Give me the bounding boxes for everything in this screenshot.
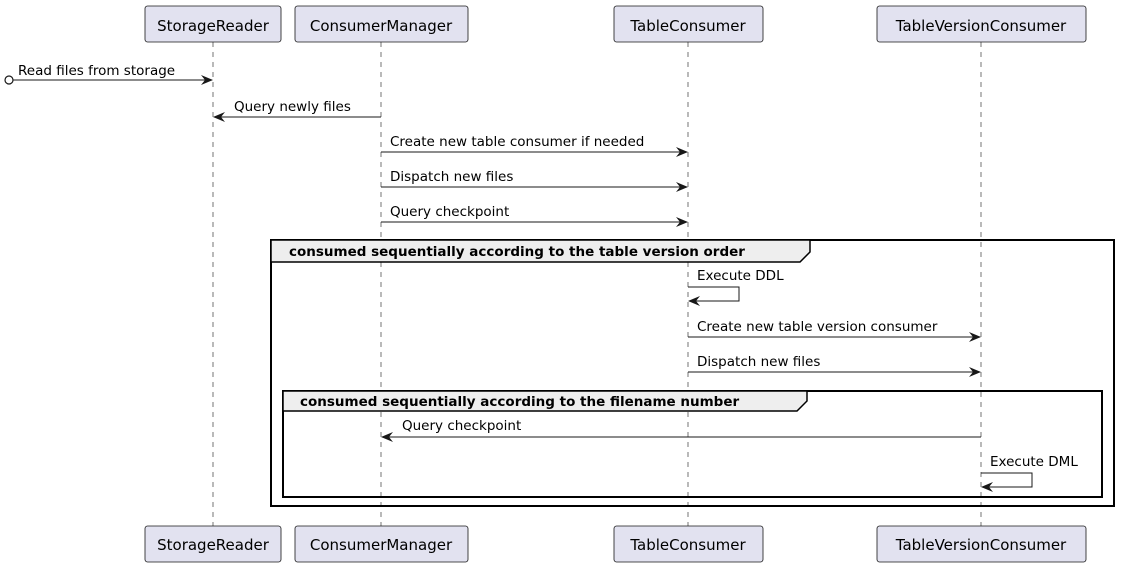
participant-table-consumer-bottom: TableConsumer [613,525,764,563]
start-circle-icon [4,75,14,85]
message-execute-ddl: Execute DDL [688,268,784,306]
participant-table-version-consumer-bottom: TableVersionConsumer [876,525,1087,563]
svg-text:Create new table consumer if n: Create new table consumer if needed [390,134,644,150]
svg-text:Execute DDL: Execute DDL [697,268,784,284]
message-dispatch-files-to-table-version-consumer: Dispatch new files [688,354,981,377]
message-query-newly-files: Query newly files [213,99,381,122]
message-query-checkpoint-tvc-to-cm: Query checkpoint [381,418,981,442]
svg-text:Read files from storage: Read files from storage [18,63,175,79]
svg-text:ConsumerManager: ConsumerManager [310,536,453,554]
svg-text:Execute DML: Execute DML [990,454,1078,470]
frame-label-table-version-order: consumed sequentially according to the t… [289,244,745,260]
svg-text:Dispatch new files: Dispatch new files [390,169,513,185]
svg-text:StorageReader: StorageReader [157,17,270,35]
participant-storage-reader-bottom: StorageReader [144,525,282,563]
message-read-files: Read files from storage [4,63,213,85]
message-dispatch-files-to-table-consumer: Dispatch new files [381,169,688,192]
svg-text:TableVersionConsumer: TableVersionConsumer [895,536,1067,554]
participant-table-version-consumer-top: TableVersionConsumer [876,5,1087,43]
svg-text:Create new table version consu: Create new table version consumer [697,319,938,335]
participant-consumer-manager-bottom: ConsumerManager [294,525,469,563]
frame-label-filename-number: consumed sequentially according to the f… [300,394,740,410]
message-create-table-version-consumer: Create new table version consumer [688,319,981,342]
svg-text:Query checkpoint: Query checkpoint [402,418,521,434]
svg-text:TableConsumer: TableConsumer [629,17,746,35]
participant-storage-reader-top: StorageReader [144,5,282,43]
svg-text:Dispatch new files: Dispatch new files [697,354,820,370]
frame-table-version-order: consumed sequentially according to the t… [270,239,1115,507]
svg-text:Query checkpoint: Query checkpoint [390,204,509,220]
message-query-checkpoint-cm-to-tc: Query checkpoint [381,204,688,227]
message-create-table-consumer: Create new table consumer if needed [381,134,688,157]
svg-text:ConsumerManager: ConsumerManager [310,17,453,35]
svg-text:StorageReader: StorageReader [157,536,270,554]
svg-text:TableVersionConsumer: TableVersionConsumer [895,17,1067,35]
svg-text:Query newly files: Query newly files [234,99,351,115]
svg-text:TableConsumer: TableConsumer [629,536,746,554]
participant-table-consumer-top: TableConsumer [613,5,764,43]
message-execute-dml: Execute DML [981,454,1078,492]
frame-filename-number: consumed sequentially according to the f… [282,390,1103,498]
participant-consumer-manager-top: ConsumerManager [294,5,469,43]
